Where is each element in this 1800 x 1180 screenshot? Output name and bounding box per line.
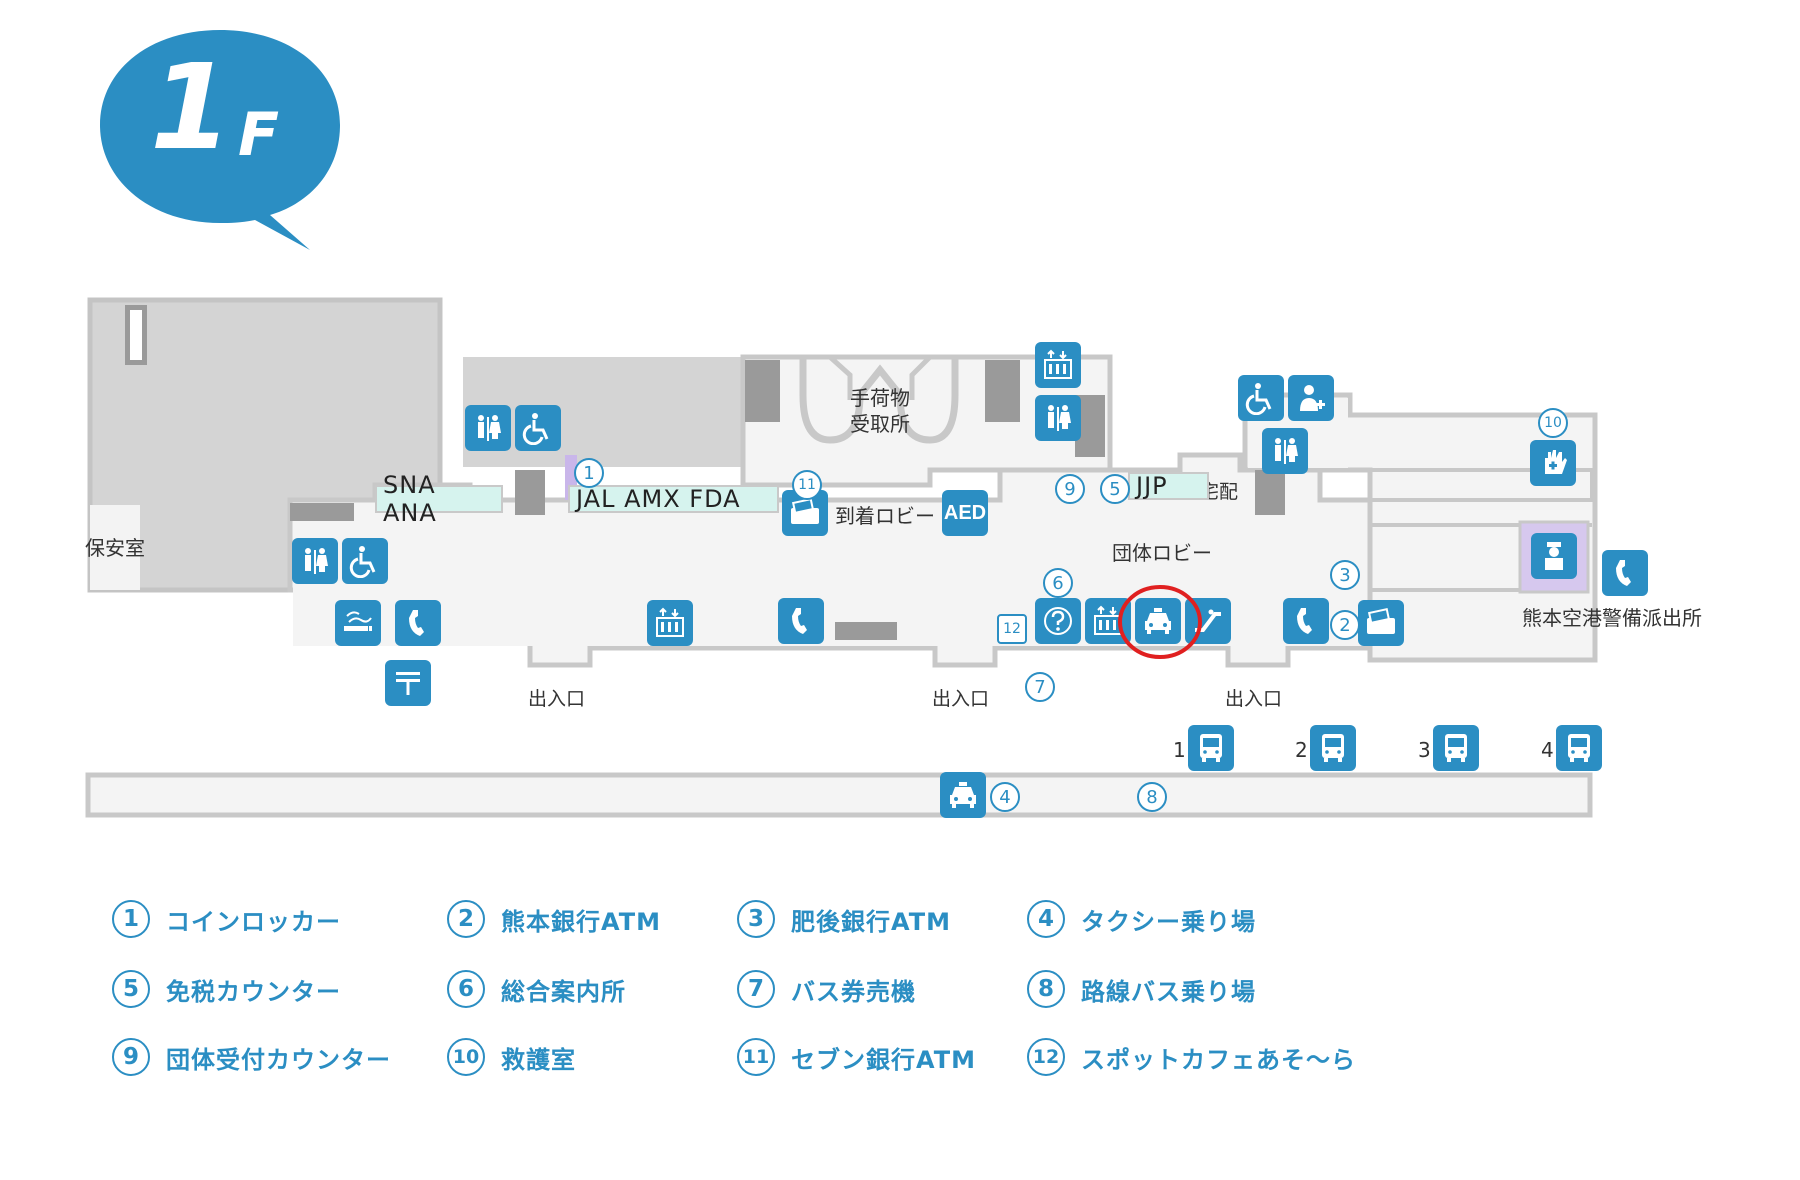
smoking-icon [335,600,381,646]
phone-icon [778,598,824,644]
legend-text: 団体受付カウンター [166,1045,391,1074]
elevator-icon [647,600,693,646]
floor-badge [100,30,340,250]
legend-text: セブン銀行ATM [791,1045,976,1074]
legend-item-1: 1 コインロッカー [112,900,341,938]
security-room-label: 保安室 [85,536,145,560]
counter-jal-amx-fda: JAL AMX FDA [568,485,779,513]
legend-item-8: 8 路線バス乗り場 [1027,970,1256,1008]
aed-icon: AED [942,490,988,536]
wheelchair-icon [342,538,388,584]
legend-text: 熊本銀行ATM [501,907,661,936]
police-box-label: 熊本空港警備派出所 [1522,606,1702,630]
entrance-label-3: 出入口 [1225,688,1283,710]
legend-num: 5 [112,970,150,1008]
floor-suffix: F [238,100,279,170]
marker-1: 1 [574,458,604,488]
taxi-icon [1135,598,1181,644]
arrival-lobby-label: 到着ロビー [835,504,935,528]
delivery-label: 宅配 [1200,481,1239,503]
aed-label: AED [943,501,987,524]
bus-icon [1188,725,1234,771]
atm-card-icon [1358,600,1404,646]
legend-num: 9 [112,1038,150,1076]
bus-stop-number: 4 [1541,738,1554,762]
legend-text: 免税カウンター [166,977,341,1006]
counter-sna-ana: SNA ANA [375,471,503,527]
legend-text: スポットカフェあそ〜ら [1081,1045,1356,1074]
legend-text: バス券売機 [791,977,916,1006]
entrance-label-1: 出入口 [528,688,586,710]
taxi-icon [940,772,986,818]
legend-item-4: 4 タクシー乗り場 [1027,900,1256,938]
legend-num: 1 [112,900,150,938]
legend-num: 2 [447,900,485,938]
marker-3: 3 [1330,560,1360,590]
bus-icon [1310,725,1356,771]
legend-num: 8 [1027,970,1065,1008]
phone-icon [395,600,441,646]
first-aid-icon [1530,440,1576,486]
legend-item-9: 9 団体受付カウンター [112,1038,391,1076]
wheelchair-icon [515,405,561,451]
legend-item-10: 10 救護室 [447,1038,576,1076]
legend-num: 10 [447,1038,485,1076]
legend-item-2: 2 熊本銀行ATM [447,900,661,938]
legend-text: タクシー乗り場 [1081,907,1256,936]
baggage-claim-label-1: 手荷物 [850,386,910,410]
legend-num: 12 [1027,1038,1065,1076]
legend-item-7: 7 バス券売機 [737,970,916,1008]
restroom-icon [292,538,338,584]
baggage-claim-label-2: 受取所 [850,412,910,436]
marker-6: 6 [1043,568,1073,598]
marker-4: 4 [990,782,1020,812]
police-icon [1531,533,1577,579]
marker-5: 5 [1100,474,1130,504]
counter-jjp: JJP [1128,472,1209,500]
legend-text: 総合案内所 [501,977,626,1006]
wheelchair-icon [1238,375,1284,421]
highlight-circle [1118,585,1202,659]
floor-number: 1 [150,38,233,176]
elevator-icon [1035,342,1081,388]
legend-item-6: 6 総合案内所 [447,970,626,1008]
legend-text: 肥後銀行ATM [791,907,951,936]
restroom-icon [1262,428,1308,474]
legend-text: コインロッカー [166,907,341,936]
marker-11: 11 [792,470,822,500]
phone-icon [1602,550,1648,596]
legend-text: 救護室 [501,1045,576,1074]
marker-10: 10 [1538,408,1568,438]
marker-7: 7 [1025,672,1055,702]
legend-num: 4 [1027,900,1065,938]
legend-text: 路線バス乗り場 [1081,977,1256,1006]
marker-9: 9 [1055,474,1085,504]
post-office-icon [385,660,431,706]
marker-2: 2 [1330,610,1360,640]
restroom-icon [465,405,511,451]
legend-item-5: 5 免税カウンター [112,970,341,1008]
information-icon [1035,598,1081,644]
entrance-label-2: 出入口 [932,688,990,710]
marker-8: 8 [1137,782,1167,812]
legend-item-12: 12 スポットカフェあそ〜ら [1027,1038,1356,1076]
restroom-icon [1035,395,1081,441]
bus-icon [1433,725,1479,771]
bus-icon [1556,725,1602,771]
bus-stop-number: 3 [1418,738,1431,762]
legend-num: 7 [737,970,775,1008]
legend-num: 6 [447,970,485,1008]
legend-num: 3 [737,900,775,938]
legend-num: 11 [737,1038,775,1076]
bus-stop-number: 1 [1173,738,1186,762]
marker-12: 12 [997,614,1027,644]
legend-item-11: 11 セブン銀行ATM [737,1038,976,1076]
legend-item-3: 3 肥後銀行ATM [737,900,951,938]
group-lobby-label: 団体ロビー [1112,541,1212,565]
bus-stop-number: 2 [1295,738,1308,762]
nursing-icon [1288,375,1334,421]
phone-icon [1283,598,1329,644]
